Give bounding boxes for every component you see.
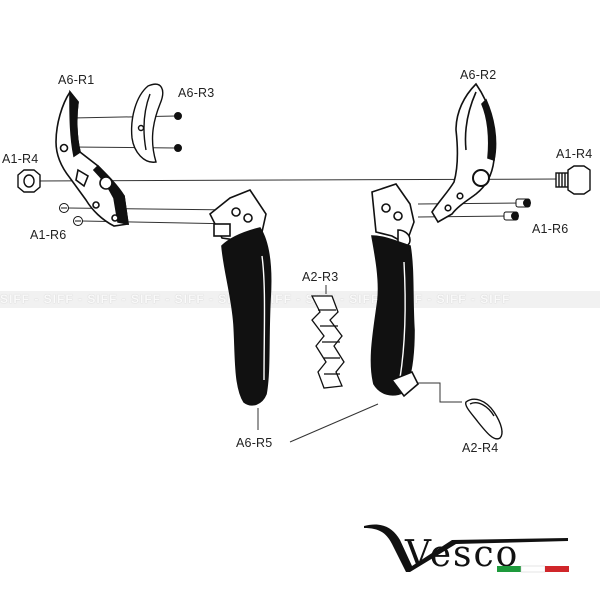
- leader-line: [71, 115, 177, 119]
- label-a1-r6-left: A1-R6: [30, 228, 67, 242]
- screw-set-a6-r3: [174, 112, 182, 152]
- part-a1-r6-screws-left: [59, 203, 83, 226]
- label-a6-r1: A6-R1: [58, 73, 95, 87]
- label-a6-r5: A6-R5: [236, 436, 273, 450]
- flag-red: [545, 566, 569, 572]
- leader-line: [418, 382, 462, 403]
- logo-v-swoosh: [364, 524, 568, 572]
- vesco-logo-mark: Vesco: [364, 524, 569, 575]
- part-a6-r3: [130, 83, 164, 163]
- flag-green: [497, 566, 521, 572]
- label-a1-r6-right: A1-R6: [532, 222, 569, 236]
- part-a6-r5-handle-left: [208, 189, 272, 406]
- label-a6-r3: A6-R3: [178, 86, 215, 100]
- label-a1-r4-left: A1-R4: [2, 152, 39, 166]
- leader-line: [289, 403, 379, 443]
- part-a2-r3-spring: [310, 295, 345, 389]
- part-a2-r4-lock: [465, 398, 503, 440]
- label-a1-r4-right: A1-R4: [556, 147, 593, 161]
- label-a2-r3: A2-R3: [302, 270, 339, 284]
- part-a1-r4-bolt-right: [555, 165, 591, 195]
- part-a6-r1: [55, 89, 129, 227]
- part-a1-r4-nut-left: [17, 169, 41, 193]
- label-a6-r2: A6-R2: [460, 68, 497, 82]
- flag-white: [520, 565, 546, 573]
- label-a2-r4: A2-R4: [462, 441, 499, 455]
- part-a1-r6-screws-right: [503, 198, 531, 221]
- part-handle-right: [370, 183, 419, 398]
- part-a6-r2: [431, 82, 497, 224]
- leader-line: [71, 146, 177, 149]
- leader-line: [417, 202, 525, 205]
- leader-line: [417, 215, 513, 218]
